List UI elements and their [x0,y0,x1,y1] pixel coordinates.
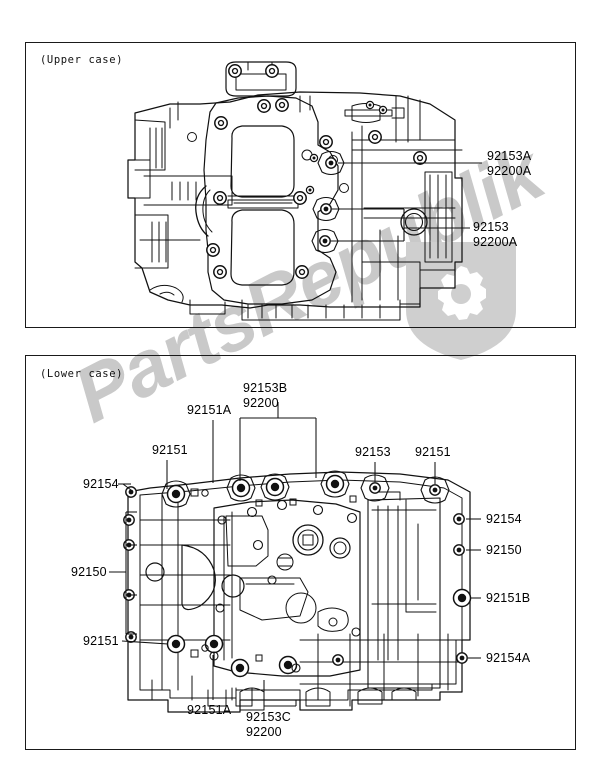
callout-92154-right: 92154 [486,512,522,526]
callout-92151B-right: 92151B [486,591,531,605]
callout-92154-left: 92154 [83,477,119,491]
panel-lower-caption: (Lower case) [40,368,124,380]
callout-92151-bottomleft: 92151 [83,634,119,648]
callout-92151-topleft: 92151 [152,443,188,457]
callout-92153-topright: 92153 [355,445,391,459]
callout-92154A-right: 92154A [486,651,531,665]
panel-lower-case [25,355,576,750]
callout-92153A-92200A: 92153A 92200A [487,149,532,178]
callout-92151A-bottom: 92151A [187,703,232,717]
callout-92150-left: 92150 [71,565,107,579]
callout-92151-topright: 92151 [415,445,451,459]
callout-92153B-92200: 92153B 92200 [243,381,288,410]
callout-92153C-92200: 92153C 92200 [246,710,291,739]
callout-92153-92200A: 92153 92200A [473,220,518,249]
panel-upper-case [25,42,576,328]
callout-92150-right: 92150 [486,543,522,557]
callout-92151A-top: 92151A [187,403,232,417]
panel-upper-caption: (Upper case) [40,54,124,66]
